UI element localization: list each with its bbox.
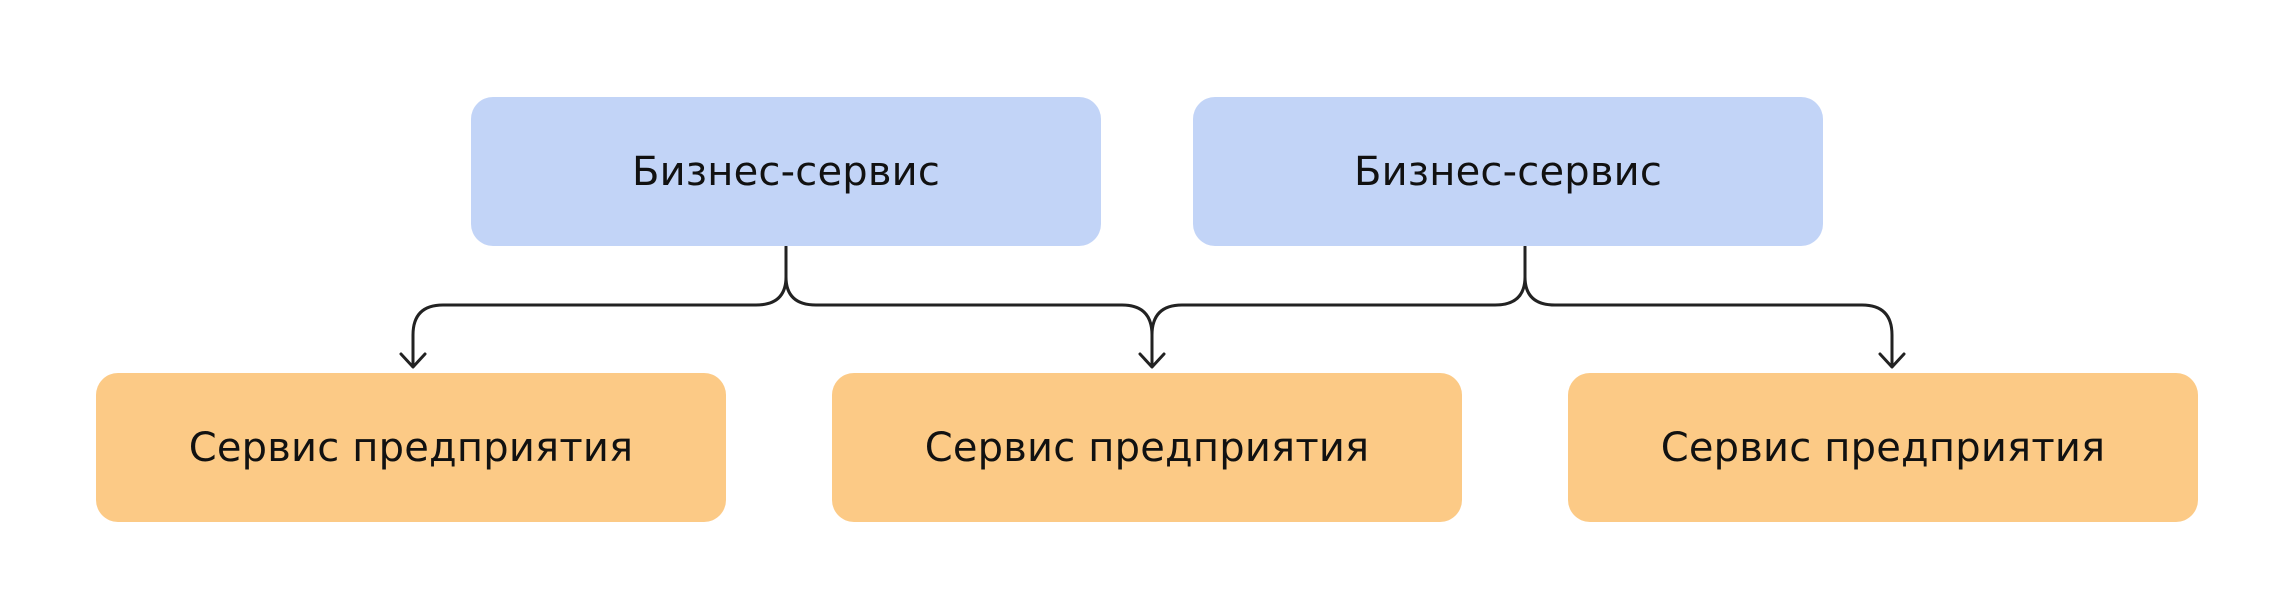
arrowhead-ent1 — [399, 352, 427, 369]
enterprise-service-box-1: Сервис предприятия — [96, 373, 726, 522]
connector-biz1-ent2 — [784, 245, 1154, 368]
enterprise-service-label: Сервис предприятия — [188, 424, 634, 471]
connector-biz2-ent2 — [1150, 245, 1527, 368]
business-service-box-1: Бизнес-сервис — [471, 97, 1101, 246]
enterprise-service-label: Сервис предприятия — [1660, 424, 2106, 471]
connector-biz2-ent3 — [1523, 245, 1894, 368]
business-service-box-2: Бизнес-сервис — [1193, 97, 1823, 246]
connector-biz1-ent1 — [411, 245, 788, 368]
enterprise-service-box-2: Сервис предприятия — [832, 373, 1462, 522]
enterprise-service-label: Сервис предприятия — [924, 424, 1370, 471]
arrowhead-ent3 — [1878, 352, 1906, 369]
business-service-label: Бизнес-сервис — [1353, 148, 1663, 195]
enterprise-service-box-3: Сервис предприятия — [1568, 373, 2198, 522]
arrowhead-ent2 — [1138, 352, 1166, 369]
business-service-label: Бизнес-сервис — [631, 148, 941, 195]
